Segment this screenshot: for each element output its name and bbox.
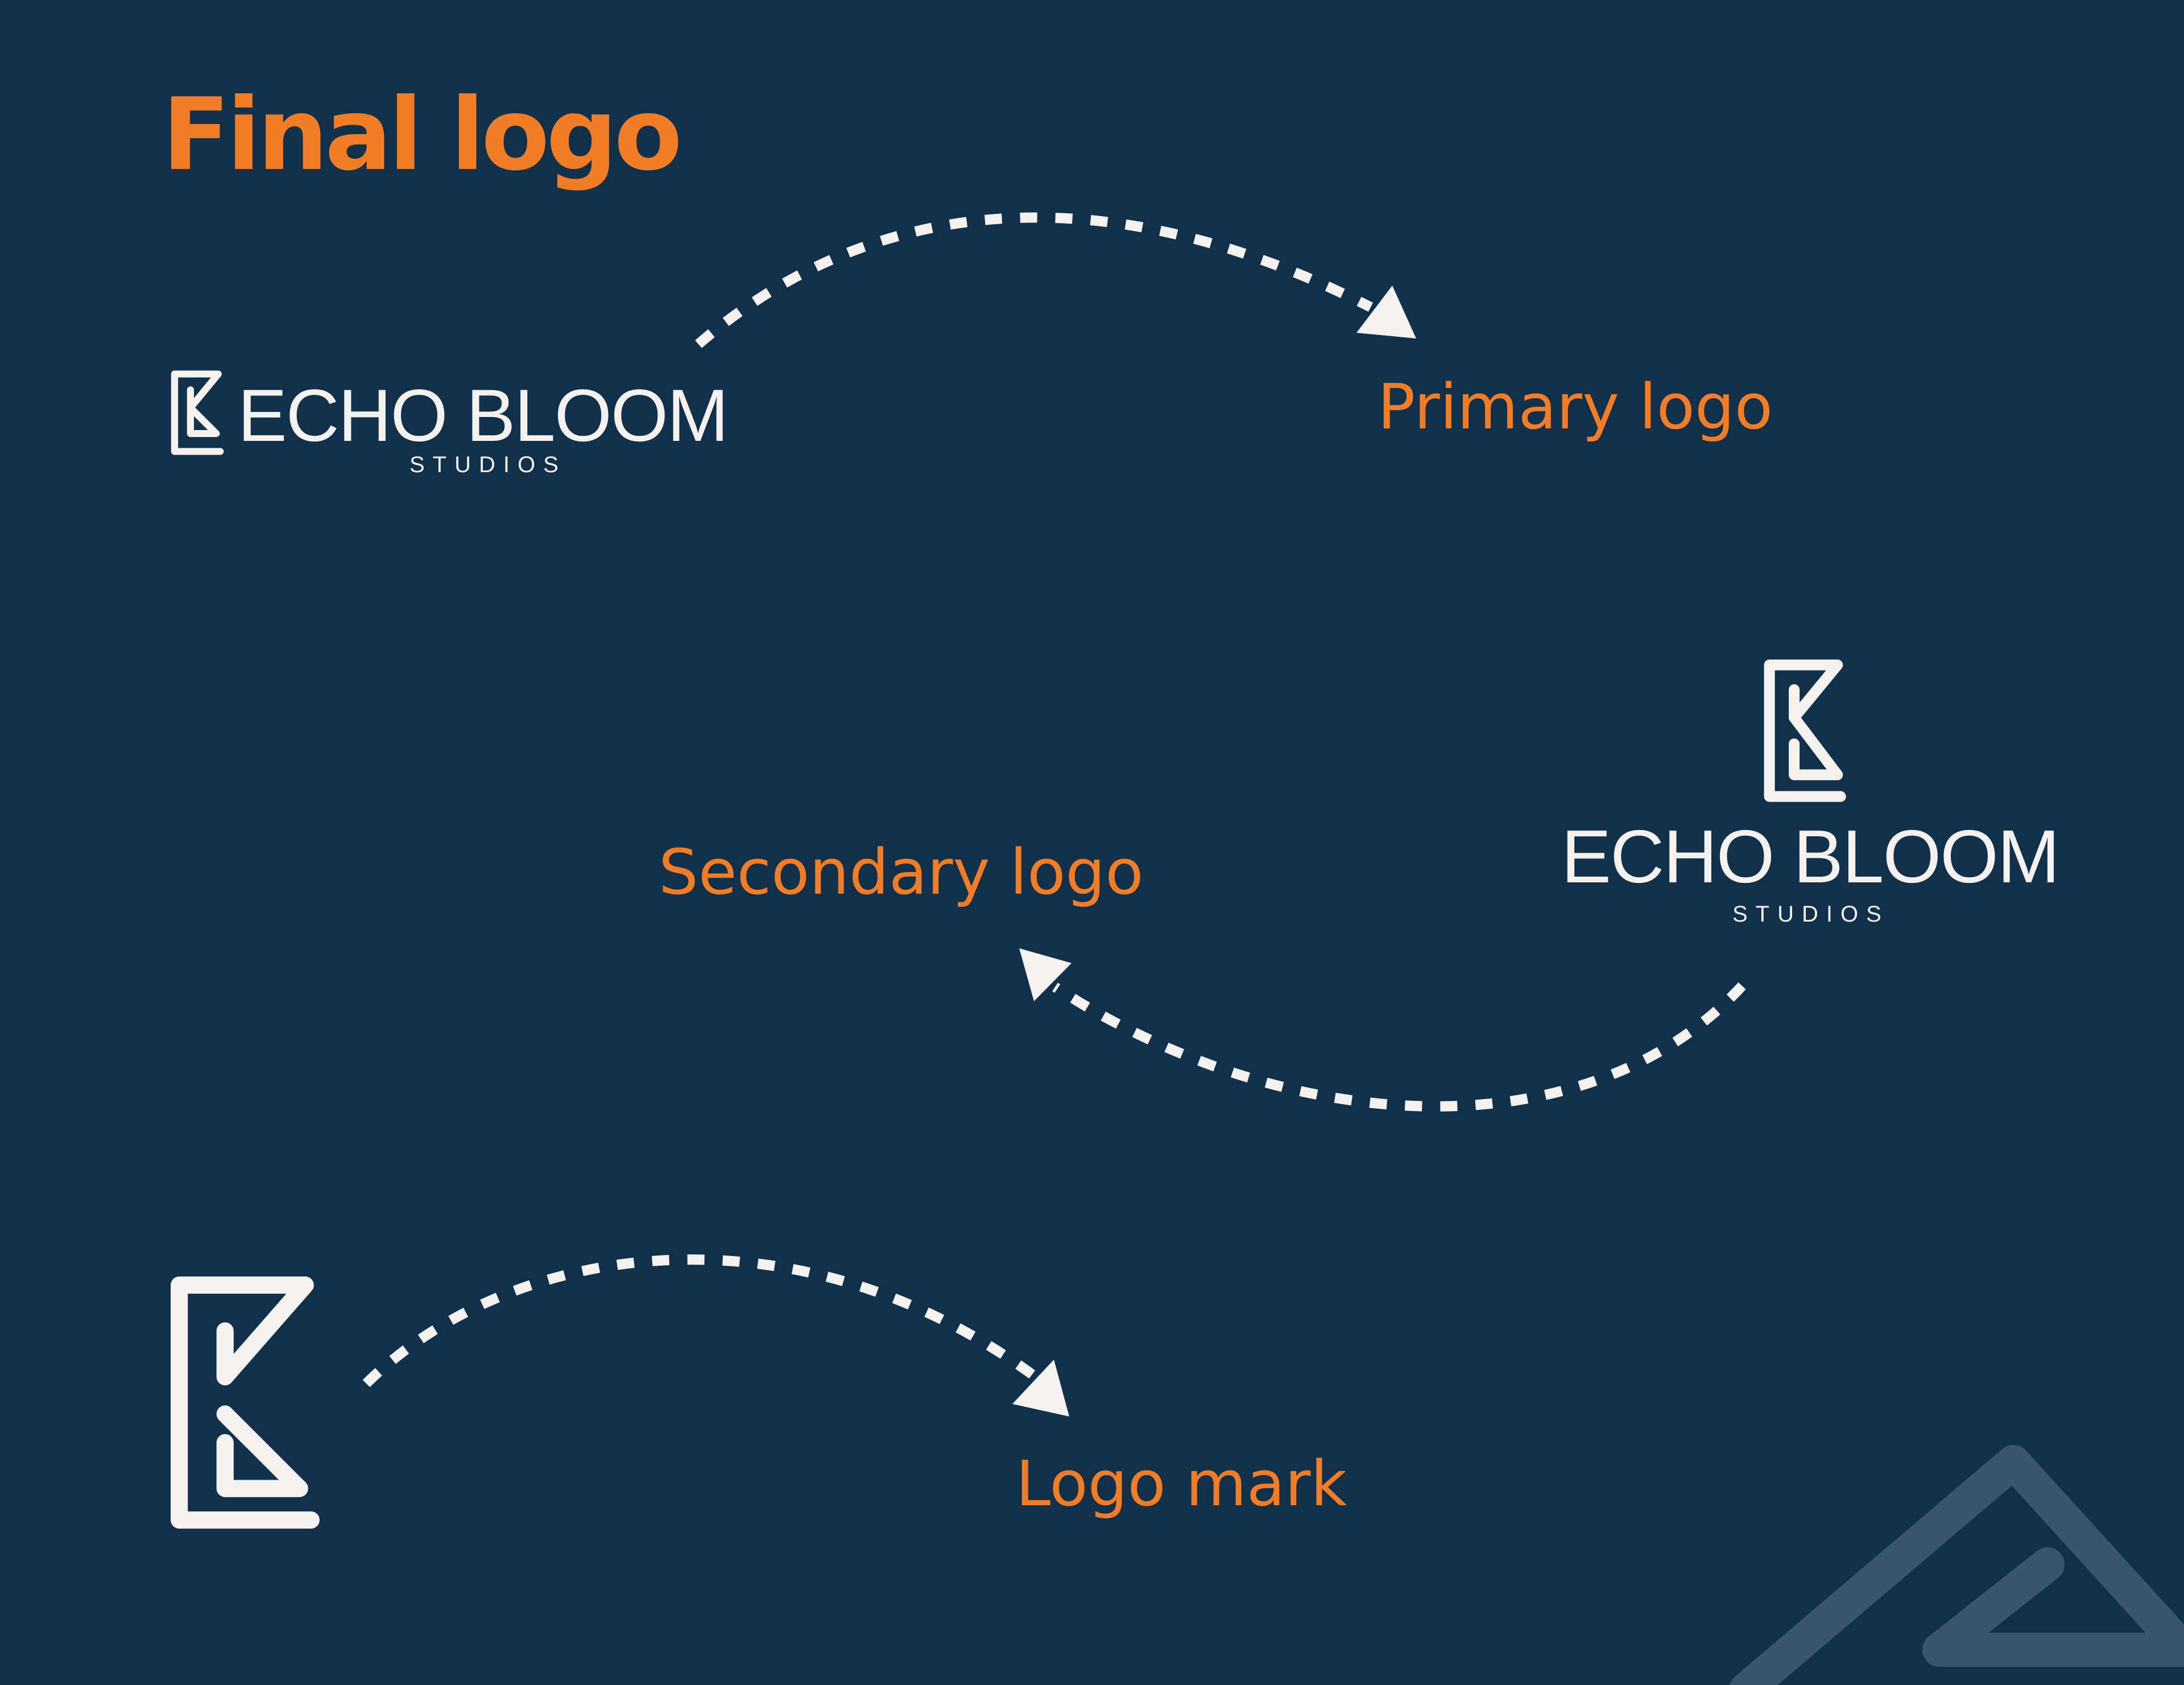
- secondary-logo-wordmark: ECHO BLOOM: [1561, 815, 2060, 898]
- primary-logo-wordmark: ECHO BLOOM: [238, 374, 729, 457]
- primary-logo-tagline: STUDIOS: [410, 452, 566, 477]
- k-monogram-icon: [171, 369, 225, 457]
- k-monogram-icon: [168, 1273, 325, 1532]
- k-watermark-icon: [1729, 1445, 2184, 1685]
- k-monogram-icon: [1763, 659, 1848, 803]
- secondary-logo-label: Secondary logo: [659, 836, 1144, 908]
- logo-mark-label: Logo mark: [1016, 1447, 1347, 1520]
- secondary-logo-tagline: STUDIOS: [1732, 902, 1889, 927]
- primary-logo-label: Primary logo: [1378, 370, 1773, 443]
- page-title: Final logo: [162, 77, 682, 193]
